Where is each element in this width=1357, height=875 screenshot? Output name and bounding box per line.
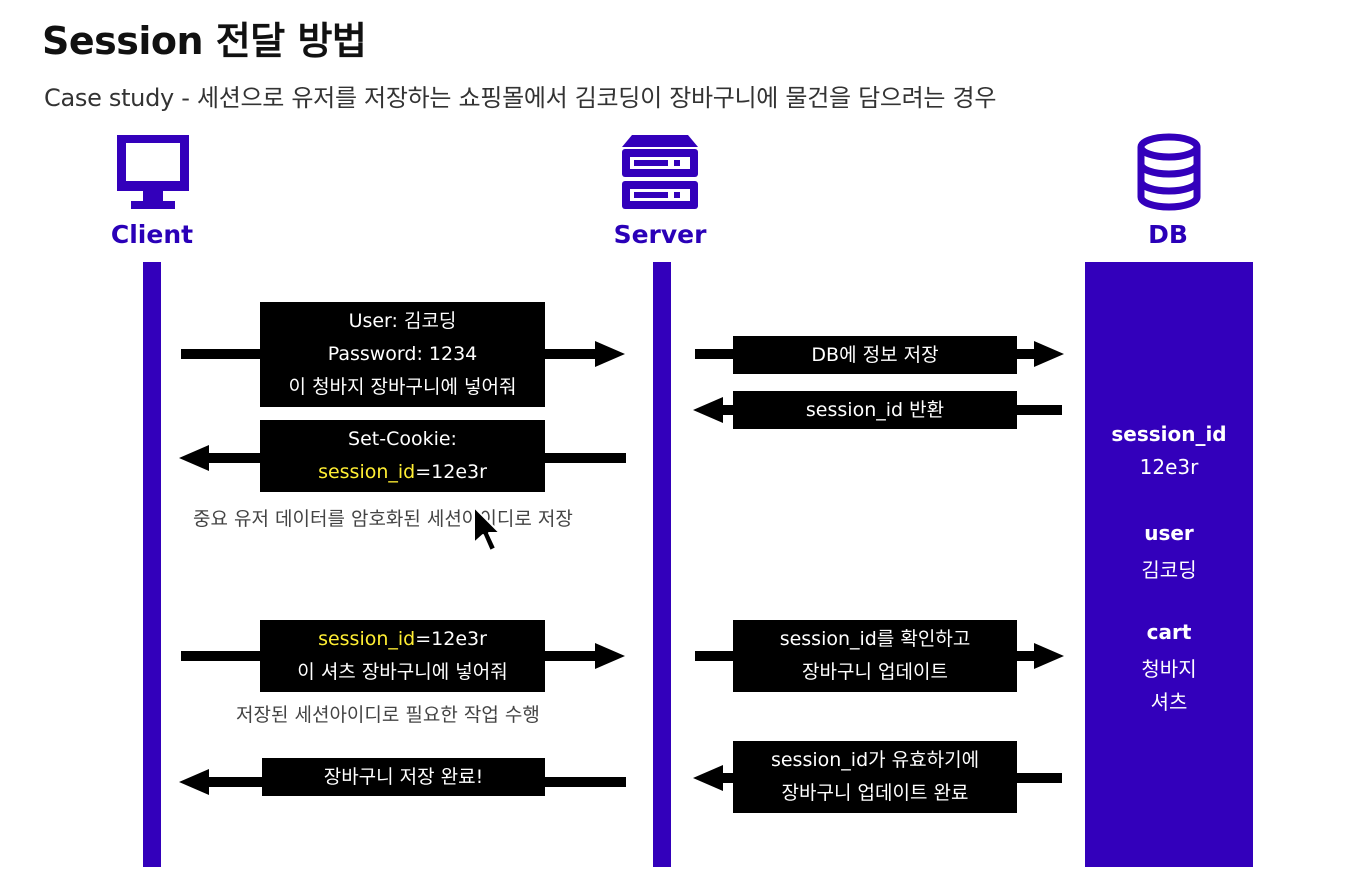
db-session-key: session_id bbox=[1111, 422, 1227, 446]
login-password: Password: 1234 bbox=[327, 343, 478, 365]
arrow-head-right bbox=[595, 341, 625, 367]
verify-message: session_id를 확인하고 장바구니 업데이트 bbox=[733, 620, 1017, 692]
page-title: Session 전달 방법 bbox=[42, 19, 367, 63]
db-store-column bbox=[1085, 262, 1253, 867]
arrow-head-left bbox=[179, 445, 209, 471]
request2-cookie: session_id=12e3r bbox=[318, 628, 487, 650]
request2-body: 이 셔츠 장바구니에 넣어줘 bbox=[297, 661, 508, 683]
page-subtitle: Case study - 세션으로 유저를 저장하는 쇼핑몰에서 김코딩이 장바… bbox=[44, 84, 997, 112]
db-cart-item-2: 셔츠 bbox=[1150, 690, 1188, 714]
db-user-value: 김코딩 bbox=[1141, 558, 1197, 582]
db-session-value: 12e3r bbox=[1139, 455, 1199, 479]
client-label: Client bbox=[110, 220, 194, 249]
request2-note: 저장된 세션아이디로 필요한 작업 수행 bbox=[236, 704, 540, 726]
arrow-head-left bbox=[693, 765, 723, 791]
done-message: 장바구니 저장 완료! bbox=[262, 758, 545, 796]
login-request: 이 청바지 장바구니에 넣어줘 bbox=[288, 376, 517, 398]
client-lifeline bbox=[143, 262, 161, 867]
valid-message: session_id가 유효하기에 장바구니 업데이트 완료 bbox=[733, 741, 1017, 813]
request2-message: session_id=12e3r 이 셔츠 장바구니에 넣어줘 bbox=[260, 620, 545, 692]
db-cart-item-1: 청바지 bbox=[1141, 657, 1197, 681]
set-cookie-header: Set-Cookie: bbox=[348, 428, 457, 450]
server-label: Server bbox=[613, 220, 707, 249]
arrow-head-right bbox=[1034, 643, 1064, 669]
set-cookie-value: session_id=12e3r bbox=[318, 461, 487, 483]
arrow-head-left bbox=[179, 769, 209, 795]
set-cookie-message: Set-Cookie: session_id=12e3r bbox=[260, 420, 545, 492]
mouse-cursor-icon bbox=[473, 506, 501, 552]
database-icon bbox=[1137, 133, 1201, 211]
server-rack-icon bbox=[622, 135, 698, 209]
session-return-message: session_id 반환 bbox=[733, 391, 1017, 429]
db-cart-key: cart bbox=[1146, 620, 1192, 644]
server-lifeline bbox=[653, 262, 671, 867]
set-cookie-note: 중요 유저 데이터를 암호화된 세션아이디로 저장 bbox=[193, 508, 573, 530]
db-save-message: DB에 정보 저장 bbox=[733, 336, 1017, 374]
login-message: User: 김코딩 Password: 1234 이 청바지 장바구니에 넣어줘 bbox=[260, 302, 545, 407]
login-user: User: 김코딩 bbox=[348, 310, 457, 332]
arrow-head-right bbox=[595, 643, 625, 669]
db-label: DB bbox=[1148, 220, 1188, 249]
db-user-key: user bbox=[1144, 521, 1194, 545]
arrow-head-right bbox=[1034, 341, 1064, 367]
monitor-icon bbox=[117, 135, 189, 209]
arrow-head-left bbox=[693, 397, 723, 423]
